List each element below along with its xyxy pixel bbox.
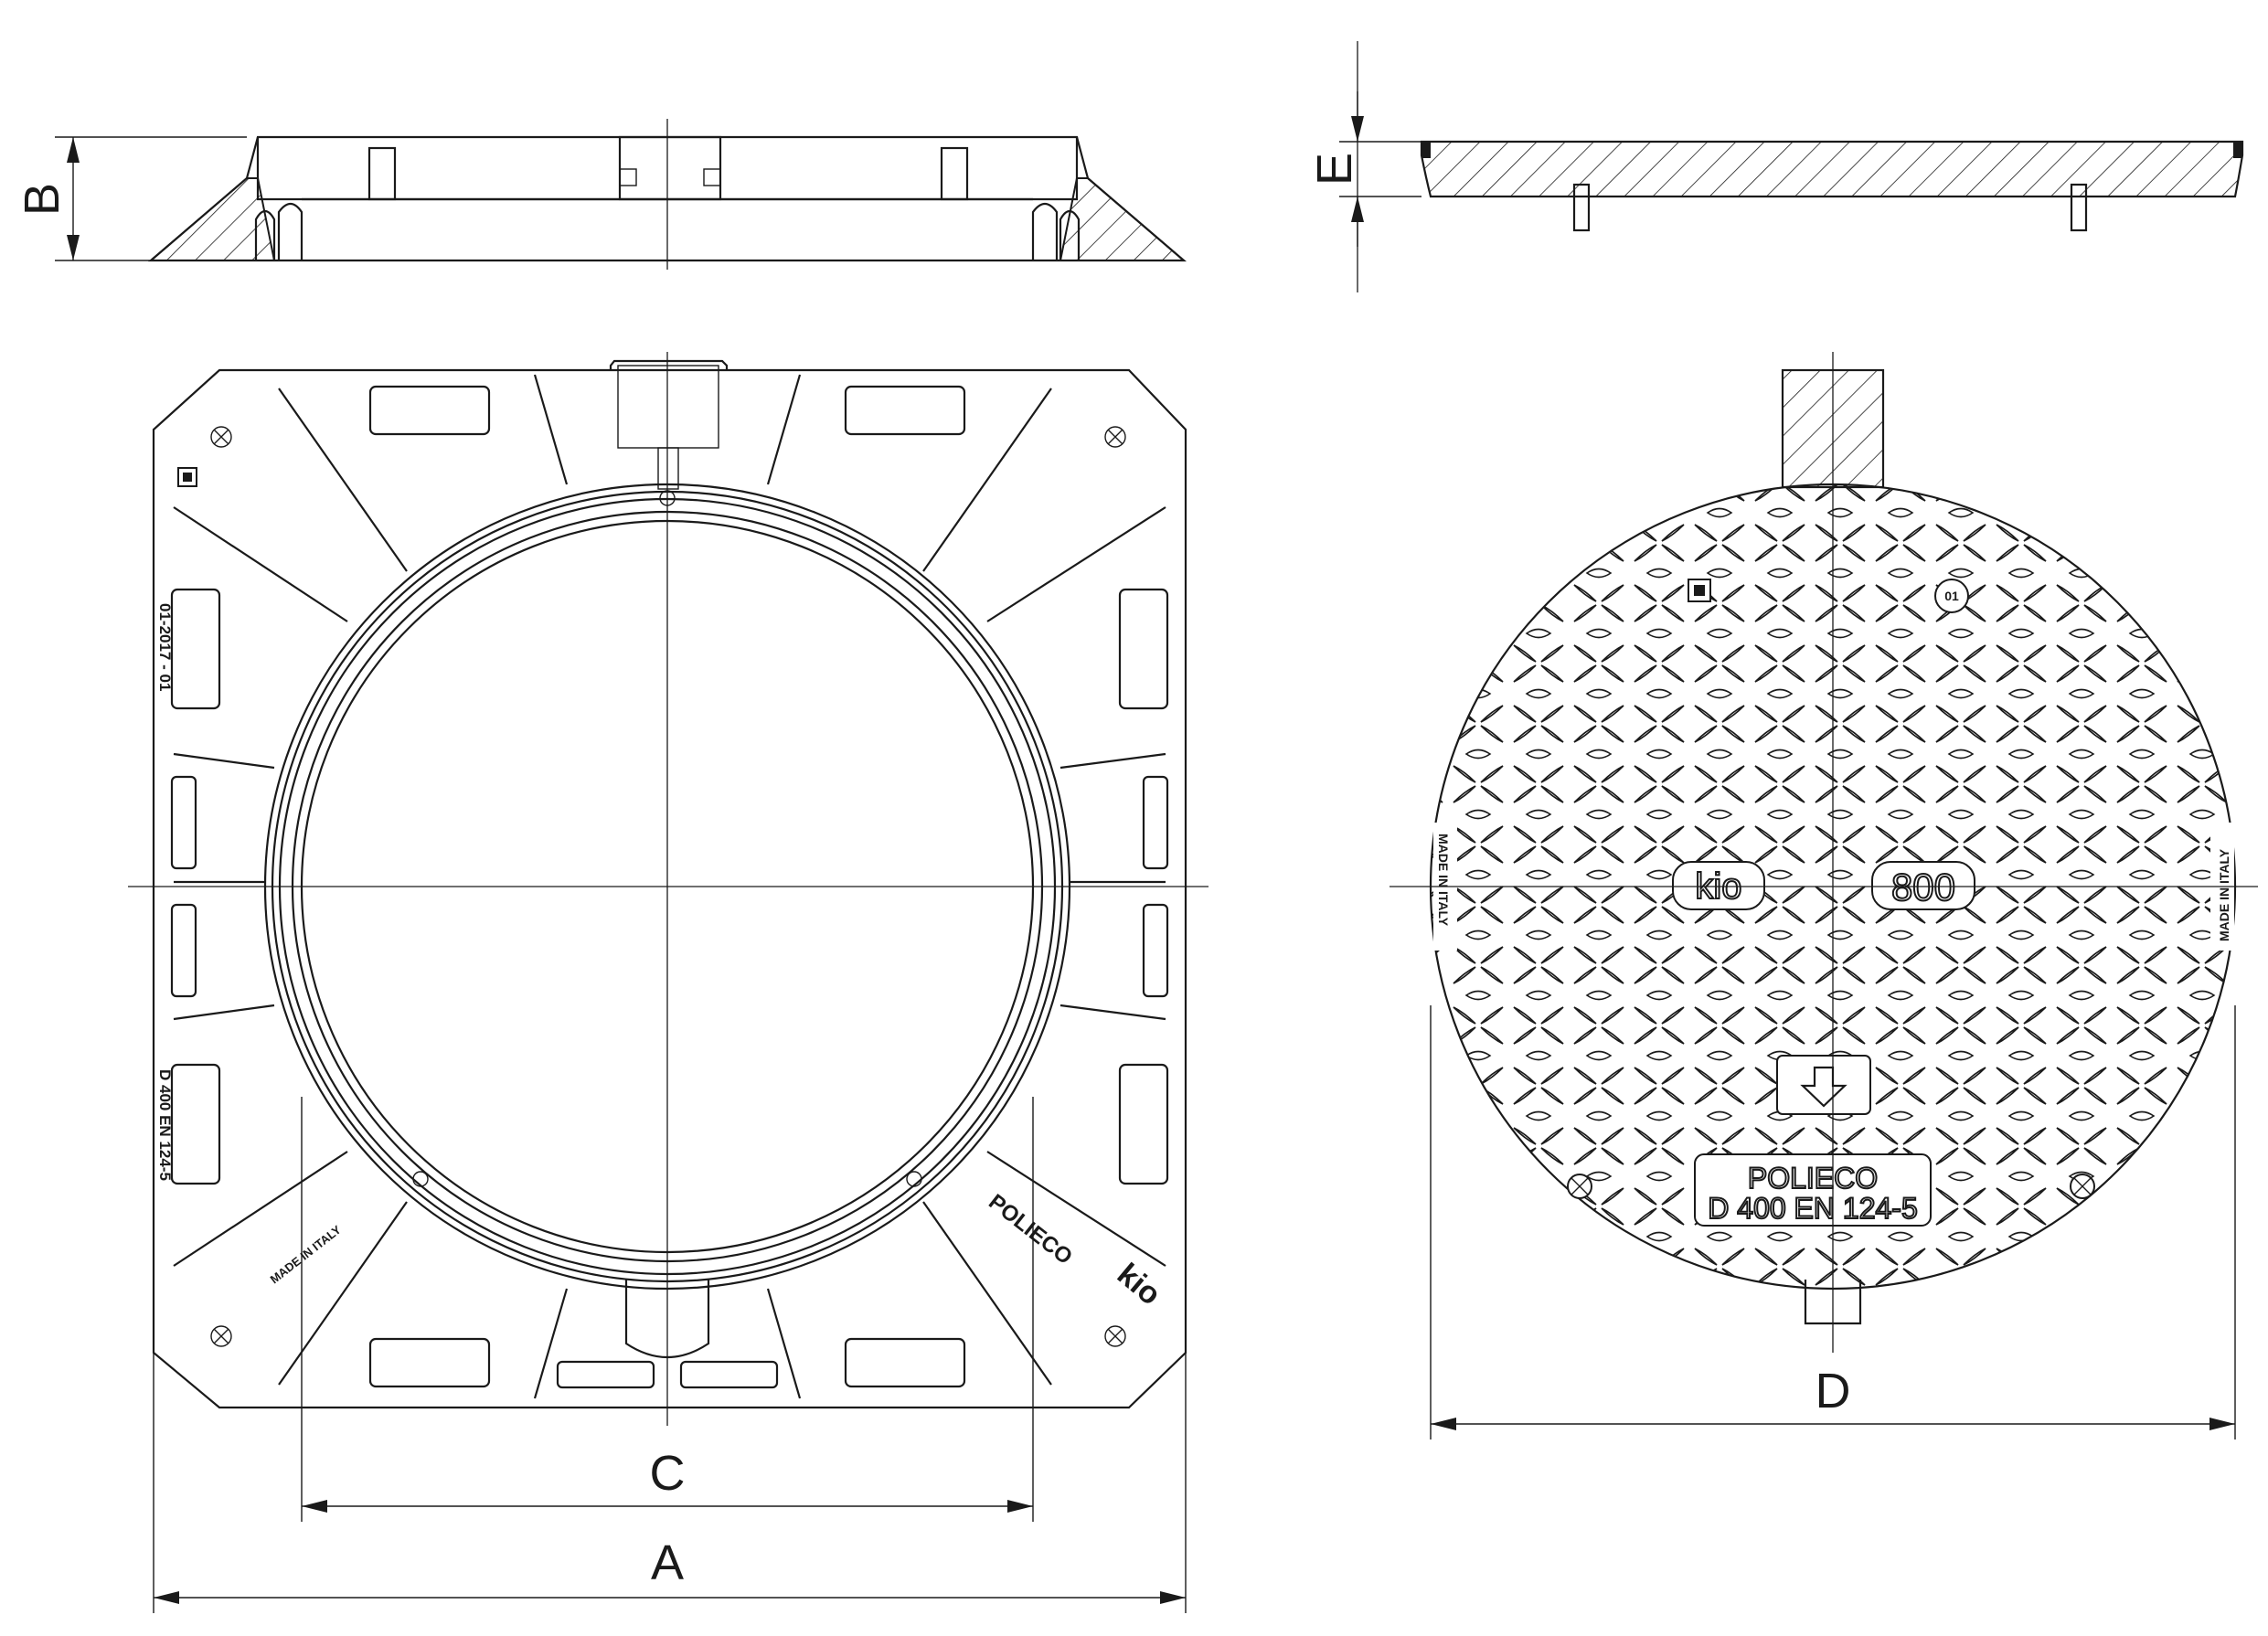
frame-logo-text: kio [1111,1257,1167,1312]
cover-section-view: E [1307,41,2244,292]
frame-section-view: B [15,119,1187,270]
frame-load-class: D 400 EN 124-5 [156,1069,174,1181]
bolt-symbols [210,426,1126,1347]
dim-label-d: D [1815,1364,1851,1418]
cover-origin-right: MADE IN ITALY [2217,848,2231,941]
frame-date-code: 01-2017 - 01 [156,603,174,691]
dim-label-a: A [651,1535,684,1590]
cover-load-class-text: D 400 EN 124-5 [1708,1192,1917,1225]
dim-label-b: B [15,183,69,216]
cover-plan-view: POLIECO D 400 EN 124-5 kio 800 01 MADE I… [1390,352,2258,1439]
dim-label-e: E [1307,153,1362,186]
frame-brand-text: POLIECO [984,1189,1077,1269]
frame-plan-view: 01-2017 - 01 D 400 EN 124-5 MADE IN ITAL… [128,352,1209,1613]
cover-date-badge: 01 [1944,589,1959,603]
cover-origin-left: MADE IN ITALY [1436,834,1451,927]
cover-brand-text: POLIECO [1748,1162,1878,1195]
frame-origin-text: MADE IN ITALY [268,1223,344,1287]
dim-label-c: C [650,1446,686,1501]
